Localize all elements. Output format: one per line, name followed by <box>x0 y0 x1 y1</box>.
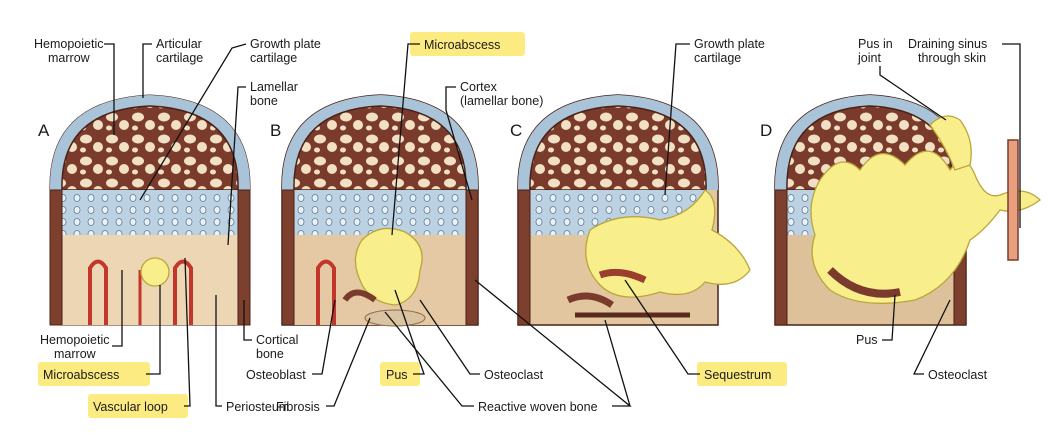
label-osteoclast-b: Osteoclast <box>484 368 544 382</box>
panel-letter-d: D <box>760 121 772 140</box>
skin-d <box>1007 139 1019 261</box>
panel-letter-c: C <box>510 121 522 140</box>
label-pus-b: Pus <box>386 368 408 382</box>
leader-growth-plate-a <box>139 43 247 201</box>
label-pus-d: Pus <box>856 333 878 347</box>
highlight-sequestrum <box>697 362 787 386</box>
panel-a-bone <box>49 94 251 326</box>
panel-b-bone <box>281 94 479 327</box>
highlight-vascular-loop <box>88 394 188 418</box>
leader-articular <box>142 43 152 98</box>
label-lamellar-bone-2: bone <box>250 94 278 108</box>
leader-fibrosis <box>326 317 371 407</box>
leader-osteoclast-b <box>419 299 480 375</box>
label-osteoclast-d: Osteoclast <box>928 368 988 382</box>
label-articular-cartilage-2: cartilage <box>156 51 203 65</box>
leader-growth-plate-c <box>664 43 690 196</box>
leader-periosteum <box>215 295 222 407</box>
label-growth-plate-a-1: Growth plate <box>250 37 321 51</box>
label-cortical-bone-1: Cortical <box>256 333 298 347</box>
leader-microabscess-bottom <box>146 285 161 375</box>
label-sequestrum: Sequestrum <box>704 368 771 382</box>
label-growth-plate-a-2: cartilage <box>250 51 297 65</box>
label-cortex-1: Cortex <box>460 80 498 94</box>
leader-hemopoietic-top <box>104 43 115 135</box>
panel-d-bone <box>774 94 1041 326</box>
label-microabscess-bottom: Microabscess <box>43 368 119 382</box>
leader-lamellar <box>227 86 246 246</box>
label-reactive-woven-bone: Reactive woven bone <box>478 400 598 414</box>
leader-draining-sinus <box>1002 43 1021 228</box>
leader-pus-in-joint <box>879 66 947 121</box>
label-hemopoietic-marrow-top-1: Hemopoietic <box>34 37 103 51</box>
sequestrum-c <box>598 268 647 284</box>
label-cortex-2: (lamellar bone) <box>460 94 543 108</box>
label-fibrosis: Fibrosis <box>276 400 320 414</box>
panel-letter-a: A <box>38 121 50 140</box>
leader-hemopoietic-bottom <box>112 270 123 347</box>
highlight-microabscess-bottom <box>38 362 150 386</box>
label-draining-sinus-1: Draining sinus <box>908 37 987 51</box>
highlight-microabscess-top <box>410 32 525 56</box>
pus-d <box>810 150 1041 304</box>
label-hemopoietic-marrow-bottom-1: Hemopoietic <box>40 333 109 347</box>
label-vascular-loop: Vascular loop <box>93 400 168 414</box>
leader-microabscess-top <box>391 43 420 236</box>
leader-woven-bone-b <box>384 311 474 407</box>
label-hemopoietic-marrow-top-2: marrow <box>48 51 91 65</box>
leader-cortical <box>243 300 252 341</box>
leader-pus-b <box>394 289 425 375</box>
leader-osteoblast <box>312 299 336 375</box>
label-pus-in-joint-1: Pus in <box>858 37 893 51</box>
label-articular-cartilage-1: Articular <box>156 37 202 51</box>
panel-c-bone <box>517 94 751 326</box>
leader-pus-d <box>882 294 896 341</box>
label-cortical-bone-2: bone <box>256 347 284 361</box>
leader-cortex <box>445 86 473 201</box>
microabscess-b <box>354 227 423 306</box>
label-lamellar-bone-1: Lamellar <box>250 80 298 94</box>
leader-vascular-loop <box>184 257 191 407</box>
leader-osteoclast-d <box>912 299 951 375</box>
leader-sequestrum <box>624 279 700 375</box>
label-draining-sinus-2: through skin <box>918 51 986 65</box>
leader-woven-bone-c <box>604 319 631 407</box>
label-microabscess-top: Microabscess <box>424 38 500 52</box>
label-hemopoietic-marrow-bottom-2: marrow <box>54 347 97 361</box>
label-pus-in-joint-2: joint <box>857 51 881 65</box>
label-growth-plate-c-2: cartilage <box>694 51 741 65</box>
microabscess-a <box>140 257 170 287</box>
label-growth-plate-c-1: Growth plate <box>694 37 765 51</box>
highlight-pus-b <box>380 362 420 386</box>
label-osteoblast: Osteoblast <box>246 368 306 382</box>
label-periosteum: Periosteum <box>226 400 289 414</box>
panel-letter-b: B <box>270 121 281 140</box>
